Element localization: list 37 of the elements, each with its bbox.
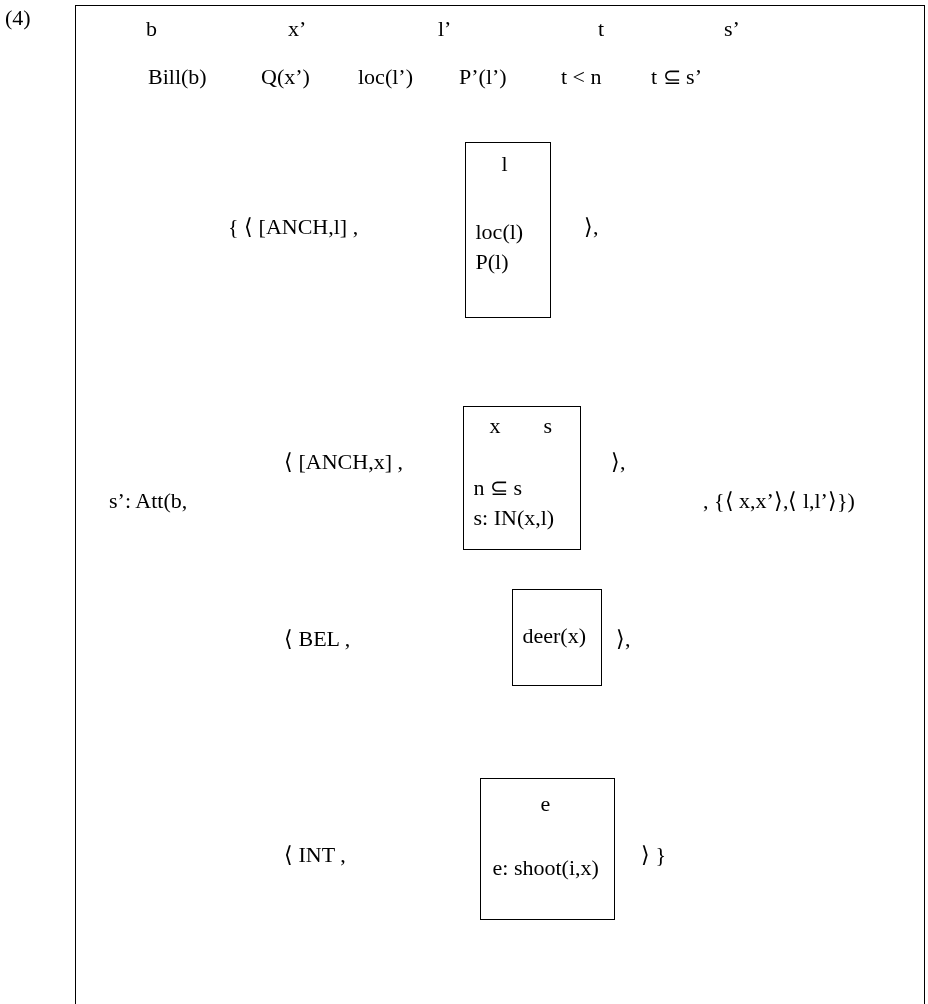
box-text: loc(l) [475, 218, 524, 245]
drs-box [511, 588, 602, 686]
formula-text: , {⟨ x,x’⟩,⟨ l,l’⟩}) [703, 488, 855, 515]
box-text: n ⊆ s [473, 474, 523, 501]
formula-text: ⟨ INT , [284, 842, 346, 869]
formula-text: { ⟨ [ANCH,l] , [228, 214, 359, 241]
drs-box [464, 141, 551, 318]
discourse-referent: l’ [438, 16, 452, 43]
condition-text: Bill(b) [148, 64, 207, 91]
box-text: x [489, 412, 501, 439]
discourse-referent: t [598, 16, 605, 43]
condition-text: loc(l’) [358, 64, 413, 91]
formula-text: ⟩, [584, 214, 599, 241]
discourse-referent: x’ [288, 16, 307, 43]
formula-text: s’: Att(b, [109, 488, 188, 515]
formula-text: ⟩ } [641, 842, 667, 869]
condition-text: Q(x’) [261, 64, 310, 91]
box-text: s [543, 412, 553, 439]
box-text: e [540, 790, 551, 817]
formula-text: ⟨ [ANCH,x] , [284, 449, 403, 476]
box-text: deer(x) [522, 622, 586, 649]
box-text: l [501, 150, 508, 177]
drs-box [479, 777, 615, 920]
discourse-referent: b [146, 16, 157, 43]
outer-drs-box [75, 5, 925, 1004]
discourse-referent: s’ [724, 16, 740, 43]
formula-text: ⟩, [611, 449, 626, 476]
formula-text: ⟩, [616, 626, 631, 653]
condition-text: t < n [561, 64, 602, 91]
example-number: (4) [5, 5, 31, 32]
drs-box [462, 405, 581, 550]
formula-text: ⟨ BEL , [284, 626, 351, 653]
box-text: e: shoot(i,x) [492, 854, 599, 881]
condition-text: P’(l’) [459, 64, 507, 91]
box-text: s: IN(x,l) [473, 504, 555, 531]
box-text: P(l) [475, 248, 509, 275]
condition-text: t ⊆ s’ [651, 64, 702, 91]
